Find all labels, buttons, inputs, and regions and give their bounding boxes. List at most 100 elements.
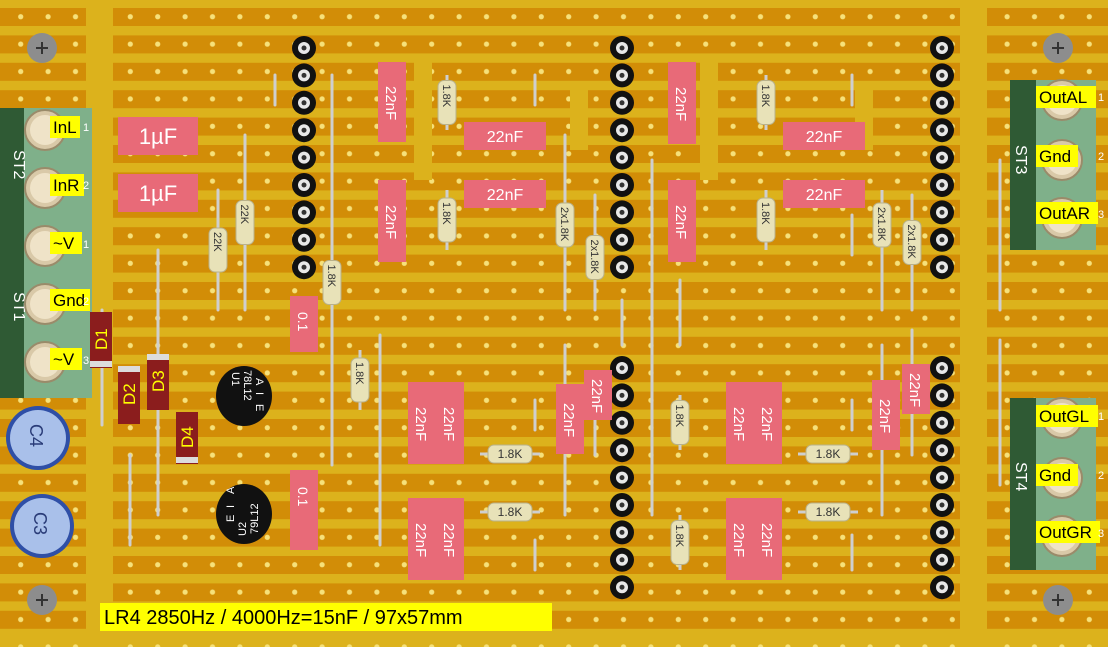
resistor: 1.8K	[322, 255, 342, 310]
regulator-u1: U1 78L12 A I E	[216, 366, 272, 426]
capacitor-22nf-v: 22nF	[668, 62, 696, 144]
svg-text:1.8K: 1.8K	[440, 202, 452, 225]
pin-headers	[292, 36, 954, 600]
resistor: 1.8K	[670, 515, 690, 570]
svg-text:2x1.8K: 2x1.8K	[905, 225, 917, 260]
resistor: 1.8K	[437, 190, 457, 250]
capacitor-22nf-v: 22nF	[436, 498, 464, 580]
resistor: 1.8K	[350, 350, 370, 410]
capacitor-22nf-v: 22nF	[872, 380, 900, 450]
svg-text:1.8K: 1.8K	[759, 85, 771, 108]
svg-text:1.8K: 1.8K	[498, 447, 523, 461]
svg-text:1µF: 1µF	[139, 181, 177, 206]
regulator-u2: A I E U2 79L12	[216, 484, 272, 544]
svg-text:22nF: 22nF	[672, 205, 689, 239]
svg-text:1: 1	[1098, 92, 1104, 104]
svg-text:LR4 2850Hz / 4000Hz=15nF / 97x: LR4 2850Hz / 4000Hz=15nF / 97x57mm	[104, 607, 463, 629]
svg-text:1.8K: 1.8K	[325, 265, 337, 288]
pin-label-inl: InL	[53, 118, 77, 137]
mounting-hole-top-left	[27, 33, 57, 63]
resistor: 2x1.8K	[872, 190, 892, 260]
terminal-st2-name: ST2	[10, 150, 27, 179]
svg-text:A: A	[225, 486, 237, 494]
svg-text:1: 1	[83, 122, 89, 134]
capacitors-22nf-horizontal: 22nF 22nF 22nF 22nF	[464, 122, 865, 208]
svg-text:U2: U2	[237, 522, 249, 536]
svg-text:22nF: 22nF	[382, 205, 399, 239]
resistor: 1.8K	[437, 75, 457, 130]
capacitor-22nf-v: 22nF	[408, 382, 436, 464]
capacitor-22nf-v: 22nF	[902, 364, 930, 414]
svg-text:D2: D2	[120, 383, 139, 405]
svg-text:22nF: 22nF	[440, 407, 457, 441]
resistor: 22K	[235, 195, 255, 250]
resistors: 1.8K 1.8K 1.8K 1.8K 22K 22K 1.8K 1.8K 2x1.8K 2x1.…	[208, 75, 922, 570]
svg-text:2: 2	[83, 180, 89, 192]
capacitor-22nf-h: 22nF	[783, 122, 865, 150]
svg-text:22nF: 22nF	[730, 407, 747, 441]
svg-text:3: 3	[1098, 528, 1104, 540]
svg-text:1.8K: 1.8K	[440, 85, 452, 108]
svg-text:22nF: 22nF	[487, 129, 524, 146]
svg-text:22nF: 22nF	[487, 187, 524, 204]
pin-label-inr: InR	[53, 176, 79, 195]
mounting-hole-bottom-right	[1043, 585, 1073, 615]
svg-text:1µF: 1µF	[139, 124, 177, 149]
svg-text:22nF: 22nF	[758, 523, 775, 557]
svg-text:1.8K: 1.8K	[673, 405, 685, 428]
svg-text:U1: U1	[229, 372, 241, 386]
capacitor-01-2: 0.1	[290, 470, 318, 550]
terminal-st1-name: ST1	[10, 292, 27, 321]
svg-text:D3: D3	[149, 370, 168, 392]
elco-c4: C4	[6, 406, 70, 470]
svg-text:1.8K: 1.8K	[673, 525, 685, 548]
svg-text:22K: 22K	[238, 205, 250, 225]
capacitor-22nf-v: 22nF	[408, 498, 436, 580]
svg-text:79L12: 79L12	[249, 503, 261, 534]
terminal-pin-numbers: 1 2 1 2 3 1 2 3 1 2 3	[83, 92, 1104, 540]
pin-label-outal: OutAL	[1039, 88, 1087, 107]
capacitor-1uf-2: 1µF	[118, 174, 198, 212]
board-title: LR4 2850Hz / 4000Hz=15nF / 97x57mm	[100, 603, 552, 631]
terminal-st3-name: ST3	[1012, 145, 1029, 174]
mounting-holes	[27, 33, 1073, 615]
svg-text:1: 1	[83, 239, 89, 251]
capacitor-22nf-v: 22nF	[754, 382, 782, 464]
svg-text:1.8K: 1.8K	[759, 202, 771, 225]
resistor: 22K	[208, 220, 228, 280]
svg-text:0.1: 0.1	[295, 487, 311, 507]
svg-text:78L12: 78L12	[241, 370, 253, 401]
svg-text:C3: C3	[30, 512, 50, 535]
svg-text:2: 2	[1098, 151, 1104, 163]
svg-text:1.8K: 1.8K	[816, 447, 841, 461]
capacitor-22nf-v: 22nF	[668, 180, 696, 262]
capacitor-22nf-v: 22nF	[754, 498, 782, 580]
resistor: 2x1.8K	[585, 225, 605, 290]
svg-text:22nF: 22nF	[806, 129, 843, 146]
capacitor-22nf-v: 22nF	[378, 180, 406, 262]
capacitor-22nf-v: 22nF	[726, 382, 754, 464]
svg-text:1.8K: 1.8K	[816, 505, 841, 519]
capacitor-01-1: 0.1	[290, 296, 318, 352]
resistor: 1.8K	[798, 502, 858, 522]
capacitor-22nf-v: 22nF	[436, 382, 464, 464]
svg-text:22nF: 22nF	[588, 379, 605, 413]
pin-label-outar: OutAR	[1039, 204, 1090, 223]
svg-text:22nF: 22nF	[806, 187, 843, 204]
svg-text:E: E	[225, 515, 237, 522]
resistor: 1.8K	[480, 502, 540, 522]
diode-d3: D3	[147, 354, 169, 410]
capacitor-22nf-h: 22nF	[464, 180, 546, 208]
svg-text:22K: 22K	[211, 232, 223, 252]
terminal-st4-name: ST4	[1012, 462, 1029, 491]
svg-text:22nF: 22nF	[412, 523, 429, 557]
svg-text:22nF: 22nF	[730, 523, 747, 557]
capacitor-1uf-1: 1µF	[118, 117, 198, 155]
capacitor-22nf-h: 22nF	[464, 122, 546, 150]
pin-label-v2: ~V	[53, 350, 75, 369]
resistor: 1.8K	[756, 190, 776, 250]
svg-text:3: 3	[83, 355, 89, 367]
